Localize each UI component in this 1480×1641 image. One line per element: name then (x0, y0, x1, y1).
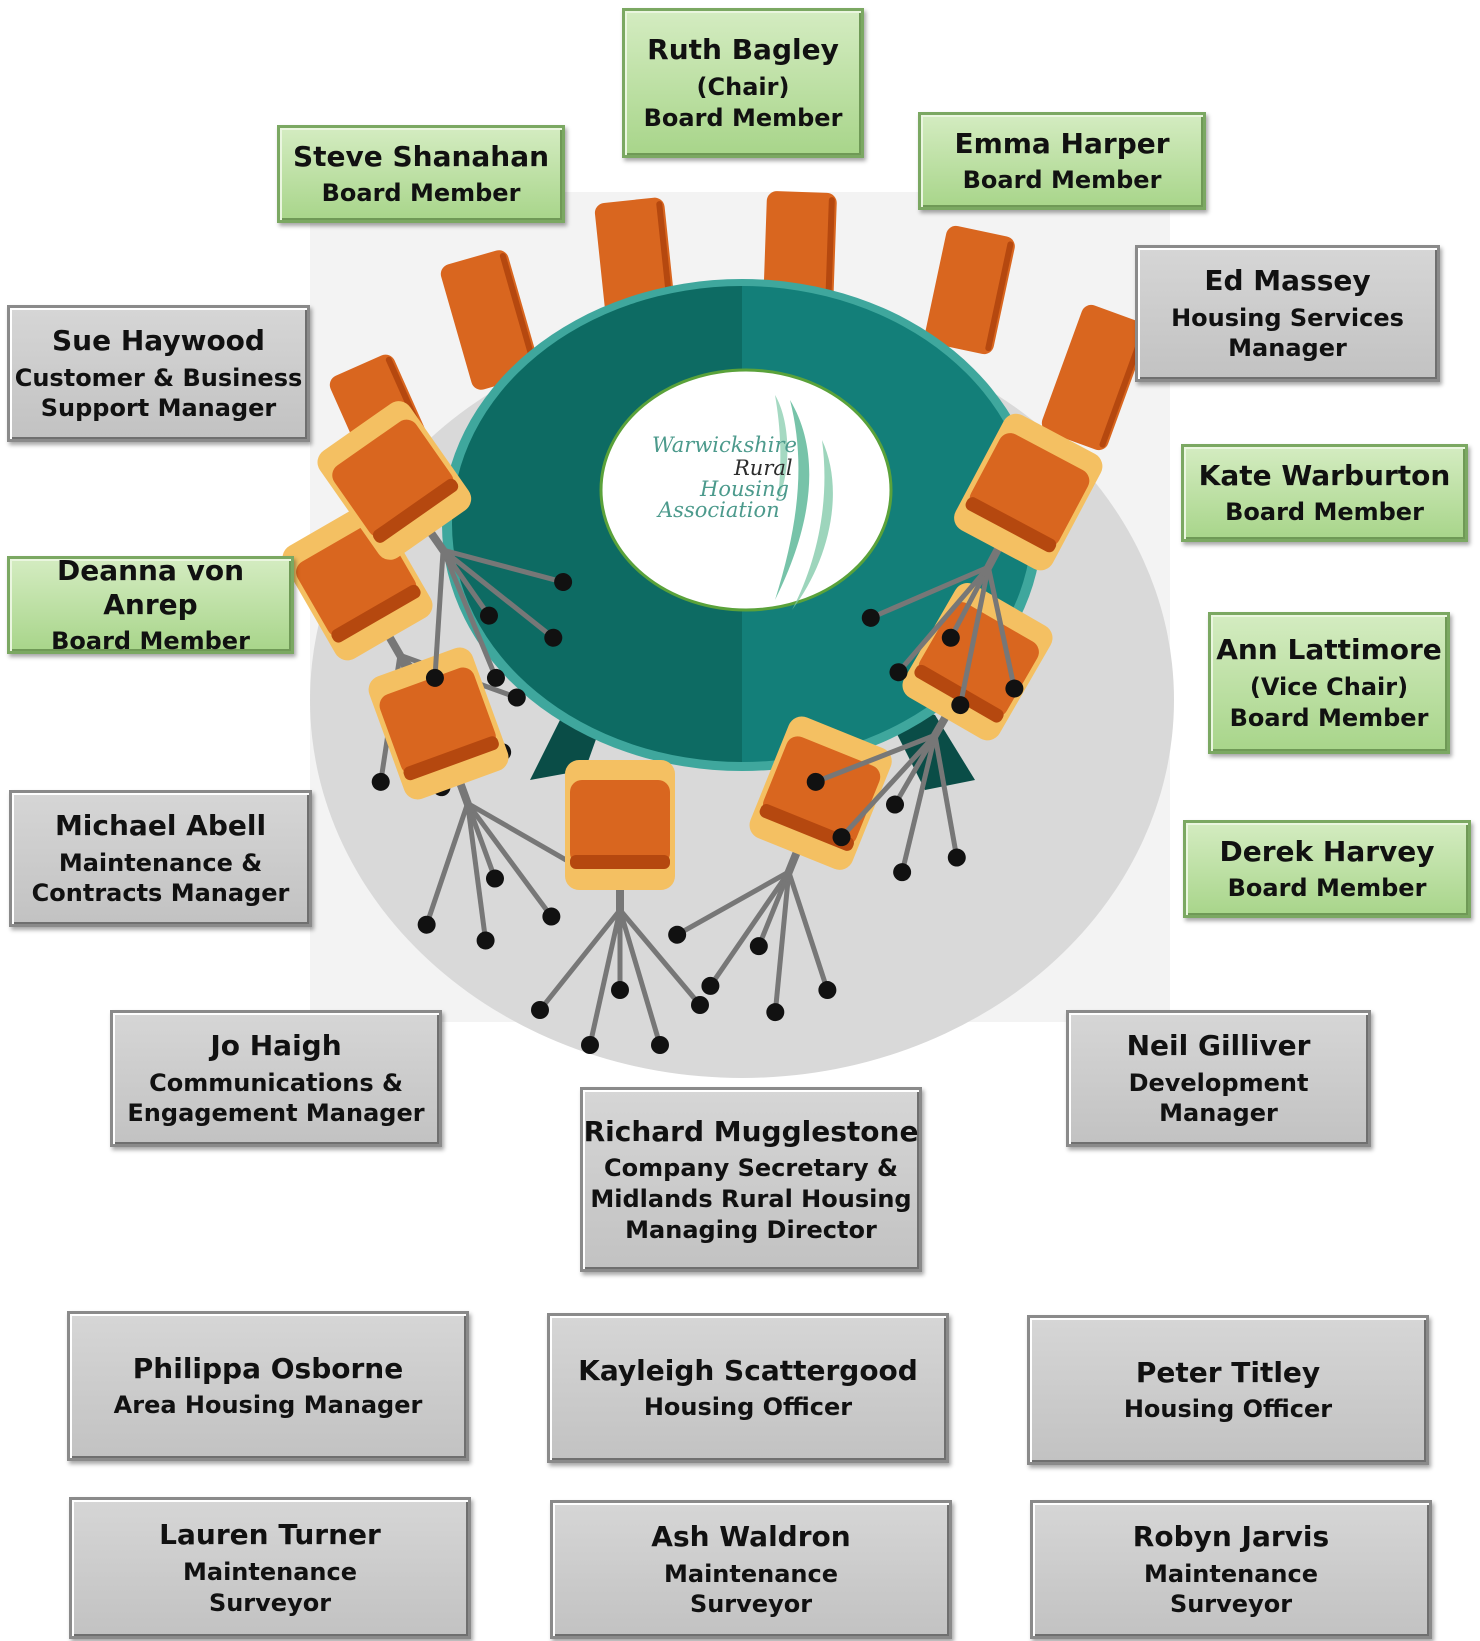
chair-back (925, 225, 1015, 355)
person-name: Jo Haigh (210, 1028, 342, 1062)
person-name: Neil Gilliver (1126, 1028, 1311, 1062)
person-role: Maintenance (663, 1559, 838, 1588)
person-role: Managing Director (625, 1215, 877, 1244)
person-role: Customer & Business (14, 363, 303, 392)
person-role: (Vice Chair) (1249, 673, 1409, 701)
person-role: Support Manager (40, 394, 277, 423)
person-role: Board Member (962, 166, 1162, 195)
person-role: Housing Officer (643, 1393, 853, 1422)
person-role: Board Member (51, 627, 250, 656)
person-role: Manager (1159, 1099, 1278, 1128)
logo-line-1: Warwickshire (652, 433, 797, 457)
person-role: Board Member (1225, 498, 1424, 527)
person-role: (Chair) (696, 73, 790, 101)
person-role: Maintenance (182, 1558, 357, 1586)
chairs-group-front (282, 401, 1103, 1054)
person-name: Ruth Bagley (647, 33, 839, 67)
chair-front (531, 760, 709, 1054)
person-name: Philippa Osborne (132, 1351, 404, 1385)
logo-line-2: Rural (733, 456, 793, 480)
logo-line-3: Housing (699, 477, 789, 501)
person-role: Engagement Manager (127, 1099, 425, 1128)
person-name: Ash Waldron (651, 1519, 851, 1553)
person-name: Robyn Jarvis (1132, 1519, 1330, 1553)
person-name: Kayleigh Scattergood (578, 1353, 918, 1387)
person-role: Board Member (1229, 703, 1429, 732)
person-name: Emma Harper (954, 126, 1170, 160)
person-role: Development (1128, 1068, 1309, 1097)
person-role: Board Member (321, 179, 521, 208)
logo-leaf-icon-2 (792, 440, 833, 610)
person-role: Company Secretary & (604, 1154, 898, 1183)
person-role: Surveyor (689, 1590, 813, 1619)
chair-back (440, 250, 540, 390)
person-name: Ed Massey (1204, 263, 1371, 297)
logo-leaf-icon-3 (775, 395, 788, 500)
person-role: Midlands Rural Housing (590, 1184, 912, 1213)
person-name: Steve Shanahan (292, 139, 550, 173)
person-role: Housing Services (1171, 303, 1404, 332)
chair-front (317, 401, 573, 687)
person-name: Richard Mugglestone (583, 1114, 919, 1148)
person-card: Ann Lattimore (Vice Chair)Board Member (1208, 612, 1450, 754)
person-role: Housing Officer (1123, 1395, 1333, 1424)
person-role: Communications & (149, 1068, 403, 1097)
person-role: Maintenance (1143, 1559, 1318, 1588)
person-name: Deanna von Anrep (56, 554, 245, 621)
logo-leaf-icon (775, 400, 810, 600)
person-name: Kate Warburton (1198, 458, 1451, 492)
person-name: Peter Titley (1135, 1355, 1321, 1389)
chair-front (668, 716, 892, 1022)
person-role: Surveyor (1169, 1590, 1293, 1619)
person-name: Sue Haywood (52, 323, 265, 357)
chair-front (368, 647, 585, 950)
person-role: Maintenance & (58, 848, 263, 877)
person-role: Surveyor (208, 1588, 332, 1617)
chair-front (861, 413, 1103, 715)
logo-line-4: Association (656, 498, 780, 522)
person-role: Board Member (1227, 874, 1427, 903)
logo-wordmark: Warwickshire Rural Housing Association (652, 433, 797, 522)
person-name: Ann Lattimore (1216, 633, 1442, 667)
person-role: Manager (1228, 334, 1347, 363)
person-name: Michael Abell (54, 808, 267, 842)
person-name: Lauren Turner (159, 1518, 381, 1552)
person-role: Contracts Manager (31, 879, 290, 908)
person-role: Board Member (643, 103, 843, 132)
person-role: Area Housing Manager (113, 1391, 423, 1420)
person-name: Derek Harvey (1219, 834, 1435, 868)
person-card: Ruth Bagley (Chair)Board Member (622, 8, 864, 158)
